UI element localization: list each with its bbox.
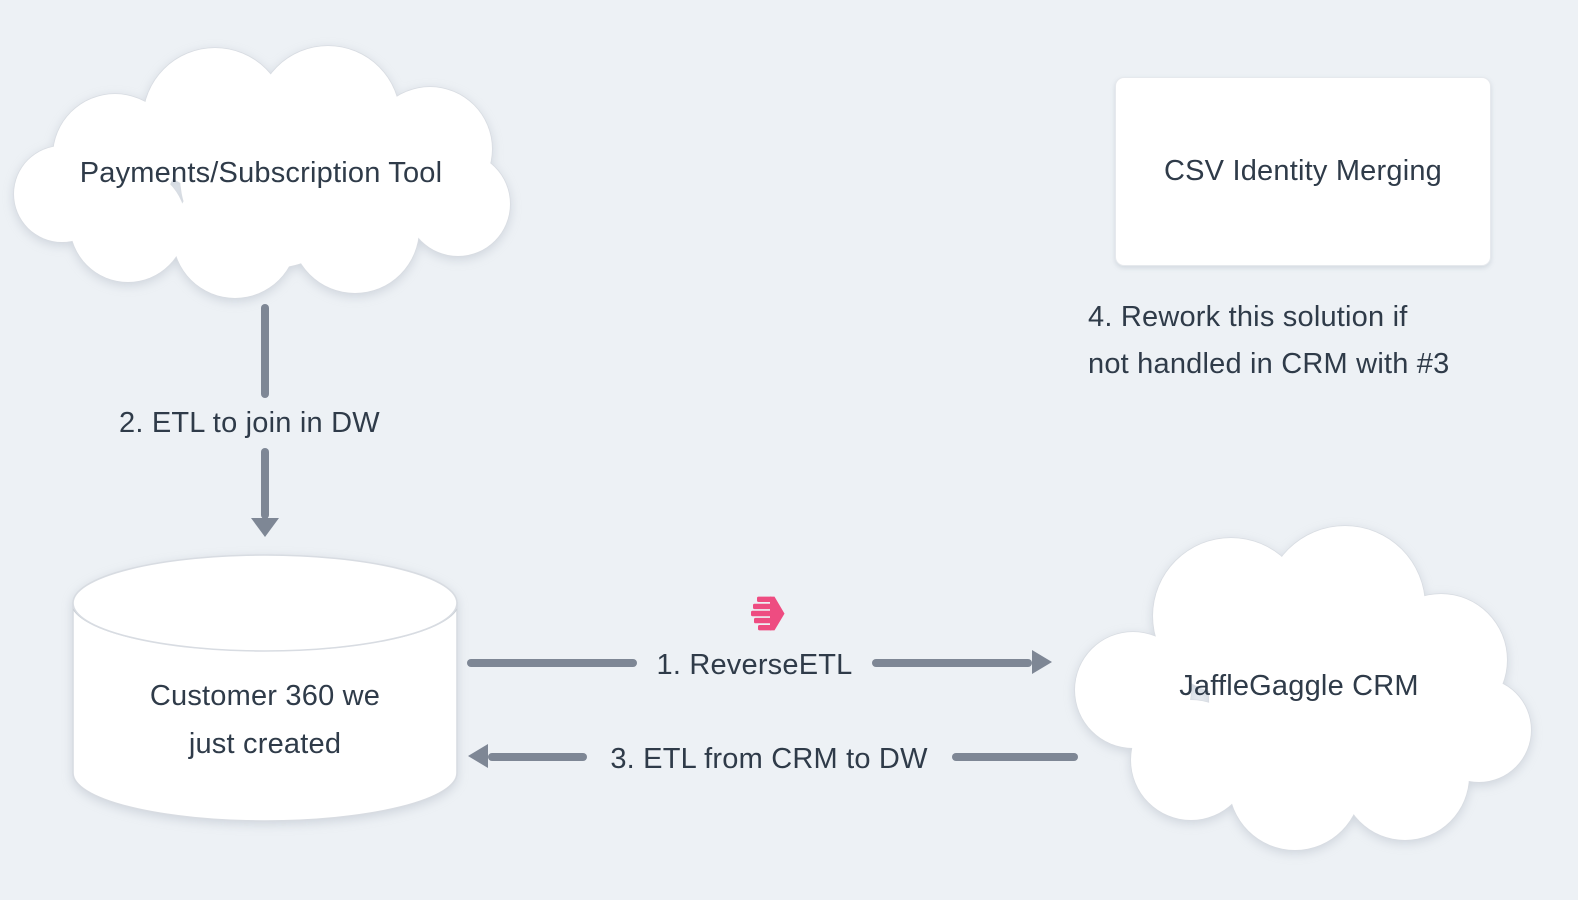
etl-join-arrow-label: 2. ETL to join in DW bbox=[119, 407, 380, 439]
customer360-label-line1: Customer 360 we bbox=[149, 680, 381, 712]
jafflegaggle-cloud-label: JaffleGaggle CRM bbox=[1179, 670, 1419, 702]
etl-from-crm-arrow-segment-right bbox=[952, 753, 1078, 761]
customer360-cylinder-shape bbox=[72, 554, 458, 822]
customer360-label: Customer 360 we just created bbox=[70, 672, 460, 768]
census-logo-icon bbox=[751, 596, 785, 631]
reverse-etl-arrow-segment-right bbox=[872, 659, 1032, 667]
rework-note-line1: 4. Rework this solution if bbox=[1088, 301, 1408, 333]
payments-cloud-label: Payments/Subscription Tool bbox=[79, 156, 443, 189]
rework-note: 4. Rework this solution if not handled i… bbox=[1088, 294, 1538, 388]
reverse-etl-arrow-label: 1. ReverseETL bbox=[656, 649, 853, 681]
etl-from-crm-arrow-segment-left bbox=[488, 753, 587, 761]
rework-note-line2: not handled in CRM with #3 bbox=[1088, 348, 1450, 380]
etl-join-arrow-segment-top bbox=[261, 304, 269, 398]
reverse-etl-arrowhead-icon bbox=[1032, 650, 1052, 674]
etl-from-crm-arrowhead-icon bbox=[468, 744, 488, 768]
etl-from-crm-arrow-label: 3. ETL from CRM to DW bbox=[610, 743, 928, 775]
csv-identity-card: CSV Identity Merging bbox=[1115, 77, 1491, 266]
etl-join-arrowhead-icon bbox=[251, 518, 279, 537]
customer360-label-line2: just created bbox=[188, 728, 342, 760]
etl-join-arrow-segment-bottom bbox=[261, 448, 269, 519]
reverse-etl-arrow-segment-left bbox=[467, 659, 637, 667]
